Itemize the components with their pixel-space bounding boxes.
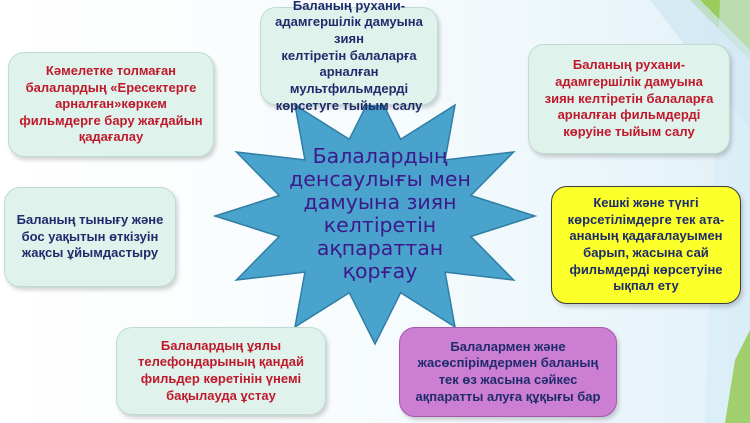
box-leisure-organization: Баланың тынығу және бос уақытын өткізуін… [4,187,176,287]
box-age-appropriate-info: Балалармен және жасөспірімдермен баланың… [399,327,617,417]
box-phone-monitoring: Балалардың ұялы телефондарының қандай фи… [116,327,326,415]
corner-triangle-bottom [725,330,750,423]
central-star [212,86,538,346]
box-evening-shows-text: Кешкі және түнгі көрсетілімдерге тек ата… [567,195,725,294]
box-age-appropriate-info-text: Балалармен және жасөспірімдермен баланың… [415,338,601,404]
box-cartoon-ban-text: Баланың рухани- адамгершілік дамуына зия… [275,0,423,113]
box-film-viewing-ban: Баланың рухани- адамгершілік дамуына зия… [528,44,730,154]
central-title: Балалардың денсаулығы мен дамуына зиян к… [289,144,471,283]
box-evening-shows: Кешкі және түнгі көрсетілімдерге тек ата… [551,186,741,304]
box-film-viewing-ban-text: Баланың рухани- адамгершілік дамуына зия… [544,57,714,139]
box-leisure-organization-text: Баланың тынығу және бос уақытын өткізуін… [16,212,164,261]
box-adult-films-control: Кәмелетке толмаған балалардың «Ересектер… [8,52,214,157]
box-adult-films-control-text: Кәмелетке толмаған балалардың «Ересектер… [19,62,203,145]
box-cartoon-ban: Баланың рухани- адамгершілік дамуына зия… [260,0,438,113]
box-phone-monitoring-text: Балалардың ұялы телефондарының қандай фи… [138,337,304,403]
